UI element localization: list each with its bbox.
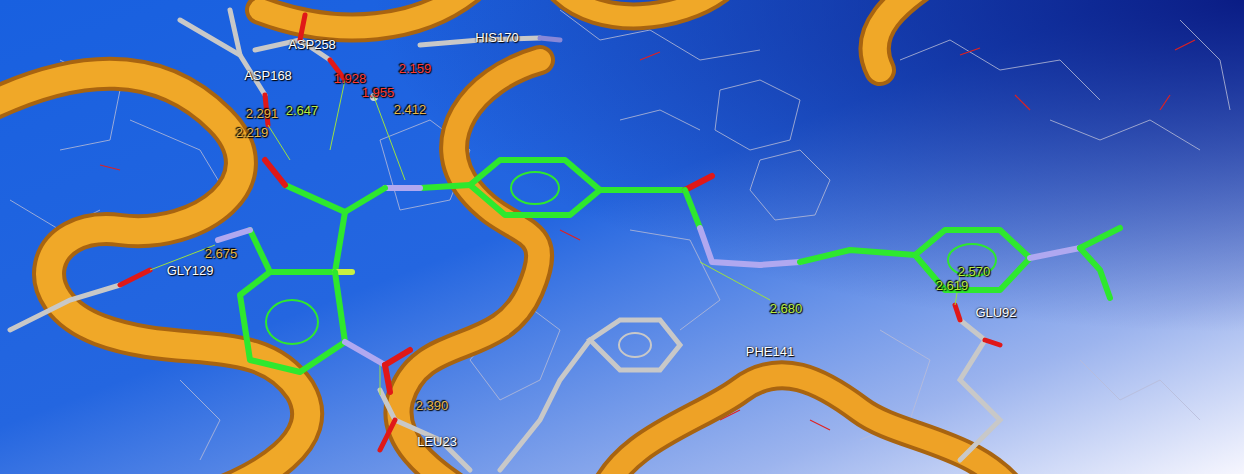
- protein-ribbons: [0, 0, 1020, 474]
- distance-label: 2.675: [204, 246, 239, 261]
- ligand-sticks: [218, 160, 1120, 392]
- residue-label: ASP258: [287, 37, 337, 52]
- aromatic-ring-marker: [619, 333, 651, 357]
- distance-label: 1.955: [361, 85, 396, 100]
- distance-label: 2.570: [957, 264, 992, 279]
- distance-label: 2.390: [415, 398, 450, 413]
- residue-label: GLY129: [166, 263, 215, 278]
- residue-label: GLU92: [974, 305, 1017, 320]
- ligand-ring-markers: [266, 172, 996, 344]
- distance-label: 2.647: [285, 103, 320, 118]
- distance-label: 2.159: [398, 61, 433, 76]
- distance-label: 2.219: [235, 125, 270, 140]
- residue-label: LEU23: [416, 434, 458, 449]
- distance-label: 2.680: [769, 301, 804, 316]
- distance-label: 2.412: [393, 102, 428, 117]
- residue-label: HIS170: [474, 30, 519, 45]
- residue-label: ASP168: [243, 68, 293, 83]
- hydrogen-bond-lines: [150, 80, 960, 395]
- distance-label: 2.619: [935, 278, 970, 293]
- distance-label: 2.291: [245, 106, 280, 121]
- distance-label: 1.928: [333, 71, 368, 86]
- residue-label: PHE141: [745, 344, 795, 359]
- residue-sticks: [10, 10, 1000, 470]
